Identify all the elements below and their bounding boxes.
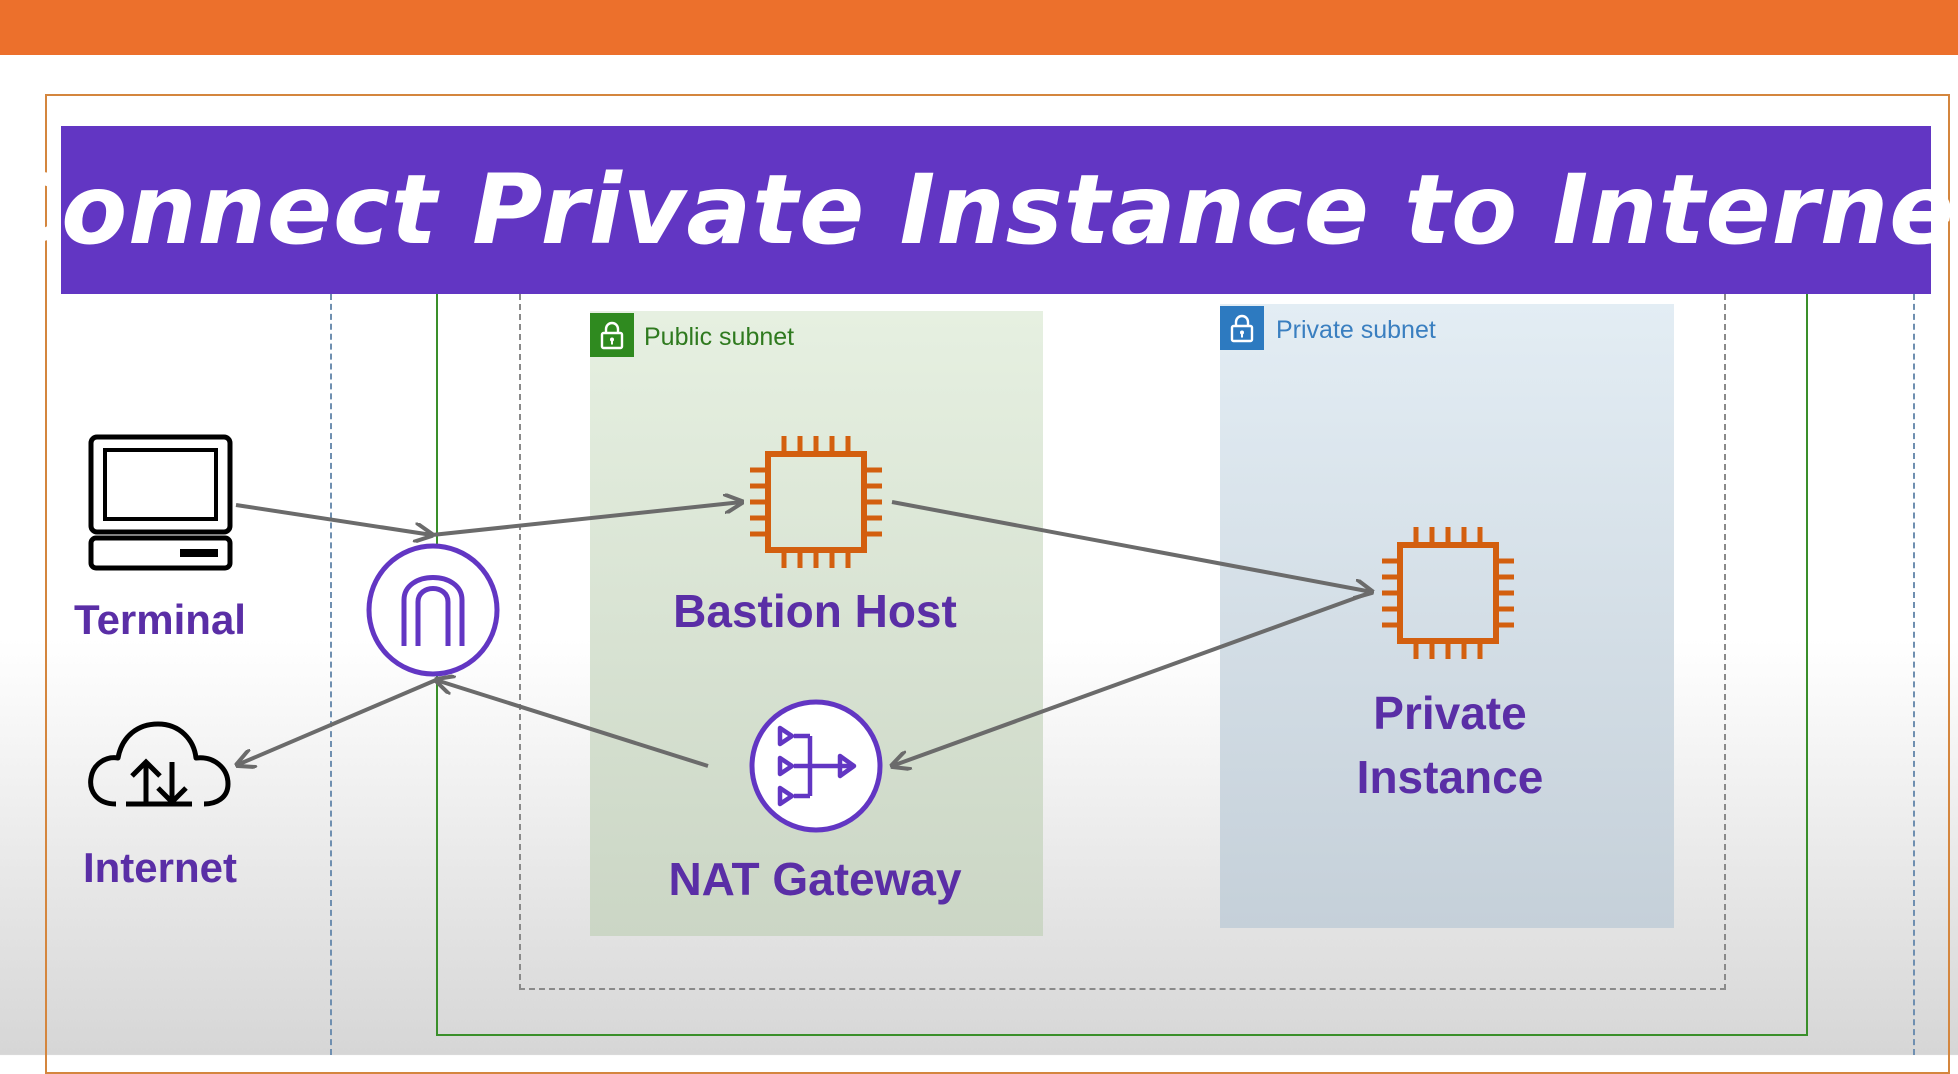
terminal-label: Terminal xyxy=(74,596,246,643)
lock-icon xyxy=(590,313,634,357)
title-banner: Connect Private Instance to Internet xyxy=(0,126,1958,294)
arrow-bastion-to-private xyxy=(891,500,1372,592)
nat-gateway-icon xyxy=(749,699,883,833)
internet-label: Internet xyxy=(82,844,237,891)
nat-gateway-label: NAT Gateway xyxy=(668,853,962,905)
arrow-nat-to-igw xyxy=(436,680,709,768)
page-title: Connect Private Instance to Internet xyxy=(0,154,1958,266)
private-subnet-label: Private subnet xyxy=(1276,316,1436,344)
private-instance-label-line2: Instance xyxy=(1356,751,1544,803)
computer-terminal-icon xyxy=(88,434,233,571)
public-subnet-label: Public subnet xyxy=(644,323,795,351)
private-instance-label-line1: Private xyxy=(1373,687,1527,739)
arrow-igw-to-internet xyxy=(237,678,437,765)
private-subnet xyxy=(1220,304,1674,928)
region-boundary-left xyxy=(330,294,332,1055)
ec2-instance-chip-icon xyxy=(750,436,882,568)
internet-gateway-icon xyxy=(366,543,500,677)
bastion-host-label: Bastion Host xyxy=(673,585,957,637)
cloud-upload-download-icon xyxy=(88,721,231,807)
arrow-terminal-to-igw xyxy=(235,503,432,535)
lock-icon xyxy=(1220,306,1264,350)
availability-zone-boundary xyxy=(519,294,1726,990)
arrow-igw-to-bastion xyxy=(431,502,742,537)
ec2-instance-chip-icon xyxy=(1382,527,1514,659)
arrow-private-to-nat xyxy=(892,590,1373,766)
region-boundary-right xyxy=(1913,294,1915,1055)
top-accent-bar xyxy=(0,0,1958,55)
